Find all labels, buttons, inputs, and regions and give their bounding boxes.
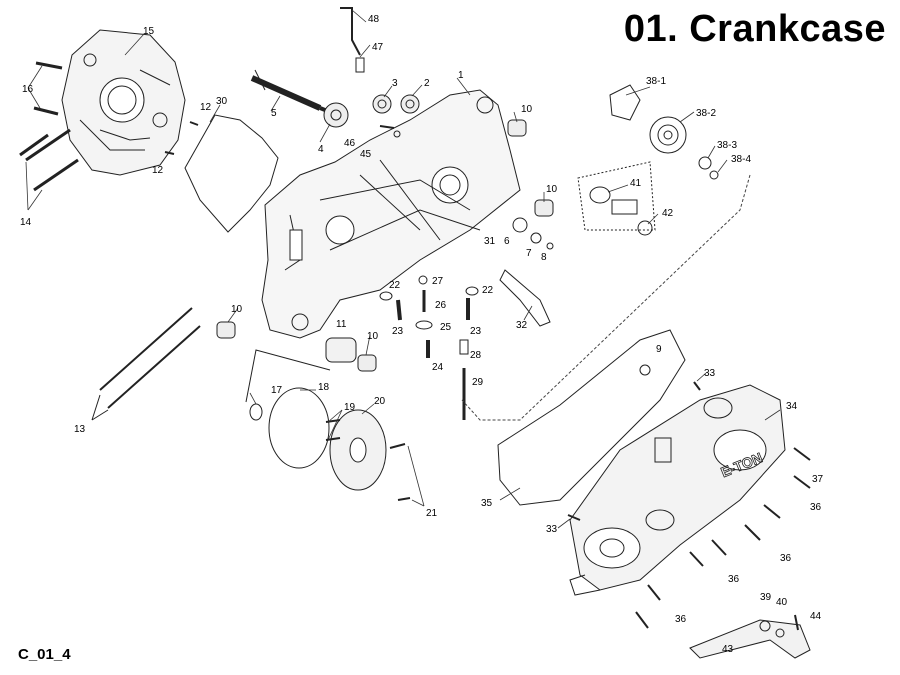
main-crankcase [261, 89, 521, 339]
callout-26: 26 [435, 300, 447, 311]
callout-16: 16 [22, 84, 34, 95]
callout-31: 31 [484, 236, 496, 247]
callout-14: 14 [20, 217, 32, 228]
callout-38-3: 38-3 [717, 140, 737, 151]
callout-5: 5 [271, 108, 277, 119]
leader-lines [25, 9, 781, 529]
oil-seal [249, 403, 263, 421]
bearing [323, 102, 349, 128]
callout-47: 47 [372, 42, 384, 53]
callout-1: 1 [458, 70, 464, 81]
callout-37: 37 [812, 474, 824, 485]
callout-32: 32 [516, 320, 528, 331]
callout-23: 23 [470, 326, 482, 337]
callout-22: 22 [482, 285, 494, 296]
kick-pedal [689, 614, 811, 659]
callout-41: 41 [630, 178, 642, 189]
cover-bolts [567, 381, 811, 629]
callout-36: 36 [728, 574, 740, 585]
dowel [357, 354, 377, 372]
callout-12: 12 [200, 102, 212, 113]
callout-27: 27 [432, 276, 444, 287]
callout-3: 3 [392, 78, 398, 89]
transmission-cover [569, 384, 786, 596]
callout-17: 17 [271, 385, 283, 396]
studs [19, 61, 79, 192]
dowel [216, 321, 236, 339]
callout-19: 19 [344, 402, 356, 413]
kick-starter-assembly [609, 84, 719, 180]
page-title: 01. Crankcase [623, 8, 886, 50]
callout-10: 10 [521, 104, 533, 115]
callout-30: 30 [216, 96, 228, 107]
callout-39: 39 [760, 592, 772, 603]
callout-46: 46 [344, 138, 356, 149]
crankcase-left-half [61, 29, 186, 176]
callout-20: 20 [374, 396, 386, 407]
callout-8: 8 [541, 252, 547, 263]
callout-2: 2 [424, 78, 430, 89]
dowel [507, 119, 527, 137]
callout-33: 33 [704, 368, 716, 379]
callout-38-4: 38-4 [731, 154, 751, 165]
callout-38-1: 38-1 [646, 76, 666, 87]
callout-13: 13 [74, 424, 86, 435]
callout-36: 36 [675, 614, 687, 625]
callout-28: 28 [470, 350, 482, 361]
diagram-code: C_01_4 [18, 646, 71, 663]
callout-21: 21 [426, 508, 438, 519]
callout-34: 34 [786, 401, 798, 412]
callout-6: 6 [504, 236, 510, 247]
kick-lever [499, 269, 551, 327]
callout-10: 10 [546, 184, 558, 195]
cover-gasket [497, 329, 686, 506]
callout-7: 7 [526, 248, 532, 259]
callout-23: 23 [392, 326, 404, 337]
callout-18: 18 [318, 382, 330, 393]
callout-42: 42 [662, 208, 674, 219]
callout-10: 10 [367, 331, 379, 342]
callout-36: 36 [810, 502, 822, 513]
long-bolts [91, 307, 201, 421]
callout-33: 33 [546, 524, 558, 535]
gasket [184, 114, 279, 233]
callout-38-2: 38-2 [696, 108, 716, 119]
o-ring [268, 387, 330, 469]
callout-15: 15 [143, 26, 155, 37]
callout-35: 35 [481, 498, 493, 509]
bearing [400, 94, 420, 114]
callout-40: 40 [776, 597, 788, 608]
dowel-11 [325, 337, 357, 363]
callout-29: 29 [472, 377, 484, 388]
dowel [534, 199, 554, 217]
callout-24: 24 [432, 362, 444, 373]
bearing [372, 94, 392, 114]
callout-45: 45 [360, 149, 372, 160]
callout-11: 11 [336, 319, 347, 330]
callout-12: 12 [152, 165, 164, 176]
callout-22: 22 [389, 280, 401, 291]
callout-25: 25 [440, 322, 452, 333]
callout-9: 9 [656, 344, 662, 355]
callout-44: 44 [810, 611, 822, 622]
callout-10: 10 [231, 304, 243, 315]
callout-48: 48 [368, 14, 380, 25]
callout-36: 36 [780, 553, 792, 564]
callout-43: 43 [722, 644, 734, 655]
callout-4: 4 [318, 144, 324, 155]
